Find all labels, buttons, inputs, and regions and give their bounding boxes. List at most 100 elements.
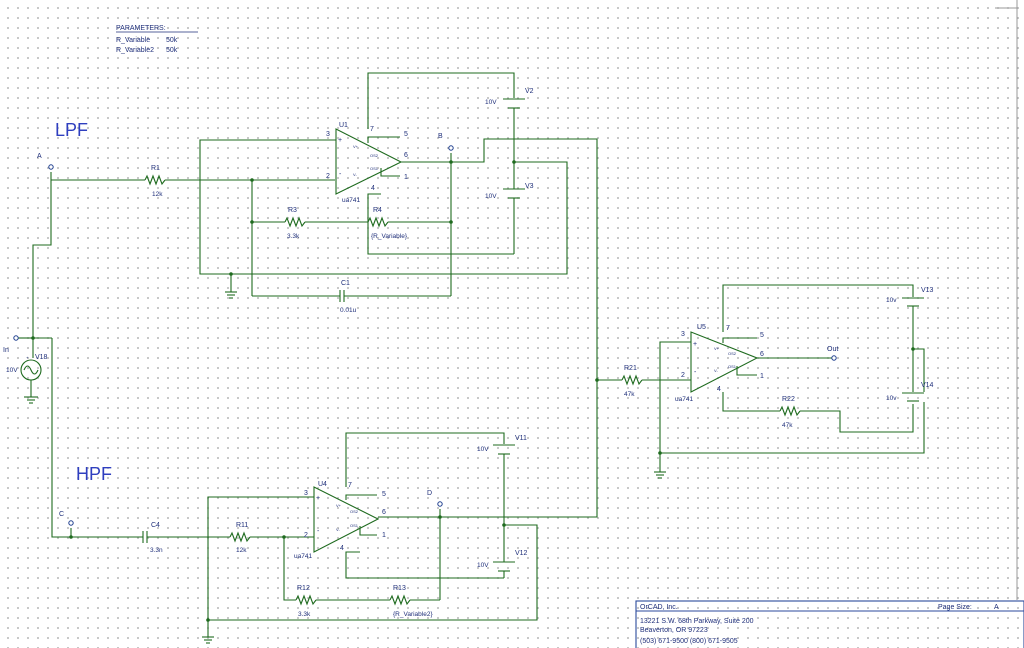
node-label-c: C xyxy=(59,511,64,518)
svg-text:3: 3 xyxy=(681,331,685,338)
node-b-port[interactable] xyxy=(448,145,454,151)
svg-text:V-: V- xyxy=(336,527,340,532)
svg-text:-: - xyxy=(317,528,320,535)
node-out-port[interactable] xyxy=(831,355,837,361)
svg-text:+: + xyxy=(316,495,320,502)
source-ref: V18 xyxy=(35,354,48,361)
resistor-r4 xyxy=(367,216,389,228)
svg-text:5: 5 xyxy=(404,131,408,138)
capacitor-value: 0.01u xyxy=(340,307,357,314)
capacitor-ref: C4 xyxy=(151,522,160,529)
svg-text:V+: V+ xyxy=(714,346,720,351)
resistor-r21 xyxy=(621,374,643,386)
resistor-r12 xyxy=(295,594,317,606)
parameters-block: PARAMETERS: R_Variable 50k R_Variable2 5… xyxy=(116,25,198,54)
svg-text:3: 3 xyxy=(304,490,308,497)
svg-text:OS2: OS2 xyxy=(370,153,379,158)
node-label-out: Out xyxy=(827,346,838,353)
hpf-stage: C4 3.3n R11 12k U4 ua741 V+ V- OS2 OS1 +… xyxy=(142,432,538,644)
summing-stage: R21 47k U5 ua741 V+ V- OS2 OS1 + - 3 2 7… xyxy=(440,138,934,518)
input-source: In + V18 10V xyxy=(3,335,52,404)
svg-text:2: 2 xyxy=(326,173,330,180)
svg-text:OS2: OS2 xyxy=(350,509,359,514)
resistor-ref: R11 xyxy=(236,522,248,529)
svg-text:4: 4 xyxy=(717,386,721,393)
capacitor-value: 3.3n xyxy=(150,547,163,554)
node-a-port[interactable] xyxy=(48,164,54,170)
resistor-r11 xyxy=(229,531,251,543)
source-value: 10V xyxy=(477,562,489,569)
resistor-value: 47k xyxy=(624,391,635,398)
resistor-ref: R13 xyxy=(393,585,406,592)
svg-text:V+: V+ xyxy=(353,144,359,149)
node-d-port[interactable] xyxy=(437,501,443,507)
svg-text:+: + xyxy=(26,355,29,360)
parameter-value: 50k xyxy=(166,47,178,54)
resistor-value: {R_Variable} xyxy=(371,233,408,240)
source-ref: V13 xyxy=(921,287,934,294)
node-label-a: A xyxy=(37,153,42,160)
opamp-model: ua741 xyxy=(342,197,360,204)
page-size-label: Page Size: xyxy=(938,604,972,611)
svg-text:2: 2 xyxy=(304,532,308,539)
resistor-value: {R_Variable2} xyxy=(393,611,433,618)
resistor-value: 47k xyxy=(782,422,793,429)
source-ref: V11 xyxy=(515,435,527,442)
source-ref: V2 xyxy=(525,88,534,95)
source-ref: V12 xyxy=(515,550,528,557)
svg-text:3: 3 xyxy=(326,131,330,138)
source-value: 10V xyxy=(485,193,497,200)
resistor-value: 3.3k xyxy=(287,233,300,240)
lpf-stage: R1 12k U1 ua741 V+ V- OS2 OS1 + - 3 2 7 … xyxy=(51,72,568,314)
svg-text:+: + xyxy=(693,341,697,348)
opamp-u1 xyxy=(335,128,403,195)
section-label-lpf: LPF xyxy=(55,120,88,140)
svg-text:1: 1 xyxy=(404,174,408,181)
resistor-value: 12k xyxy=(152,191,163,198)
source-value: 10V xyxy=(6,367,18,374)
parameter-value: 50k xyxy=(166,37,178,44)
node-label-b: B xyxy=(438,133,443,140)
svg-text:OS1: OS1 xyxy=(350,523,359,528)
svg-text:6: 6 xyxy=(404,152,408,159)
svg-text:7: 7 xyxy=(370,126,374,133)
company-address2: Beaverton, OR 97223 xyxy=(640,627,708,634)
resistor-value: 3.3k xyxy=(298,611,311,618)
sheet-border xyxy=(995,0,1018,600)
svg-text:OS1: OS1 xyxy=(728,364,737,369)
svg-text:5: 5 xyxy=(760,332,764,339)
resistor-ref: R21 xyxy=(624,365,637,372)
node-label-in: In xyxy=(3,347,9,354)
source-value: 10v xyxy=(886,395,897,402)
resistor-r13 xyxy=(389,594,411,606)
title-block: OrCAD, Inc. 13221 S.W. 68th Parkway, Sui… xyxy=(635,600,1024,648)
company-address1: 13221 S.W. 68th Parkway, Suite 200 xyxy=(640,618,754,625)
svg-text:V+: V+ xyxy=(336,503,342,508)
svg-text:4: 4 xyxy=(371,185,375,192)
resistor-ref: R22 xyxy=(782,396,795,403)
svg-text:1: 1 xyxy=(760,373,764,380)
svg-text:-: - xyxy=(694,369,697,376)
source-value: 10v xyxy=(886,297,897,304)
parameter-name: R_Variable2 xyxy=(116,47,154,54)
opamp-ref: U1 xyxy=(339,122,348,129)
resistor-r1 xyxy=(144,174,166,186)
node-c-port[interactable] xyxy=(68,520,74,526)
opamp-ref: U4 xyxy=(318,481,327,488)
svg-text:V-: V- xyxy=(714,368,718,373)
capacitor-ref: C1 xyxy=(341,280,350,287)
source-value: 10V xyxy=(485,99,497,106)
svg-text:-: - xyxy=(339,171,342,178)
parameter-name: R_Variable xyxy=(116,37,150,44)
resistor-r22 xyxy=(779,405,801,417)
node-in-port[interactable] xyxy=(13,335,19,341)
parameters-title: PARAMETERS: xyxy=(116,25,166,32)
opamp-u5 xyxy=(690,331,759,393)
resistor-ref: R4 xyxy=(373,207,382,214)
input-wiring: A C xyxy=(31,153,143,539)
resistor-value: 12k xyxy=(236,547,247,554)
resistor-ref: R12 xyxy=(297,585,310,592)
resistor-r3 xyxy=(284,216,306,228)
